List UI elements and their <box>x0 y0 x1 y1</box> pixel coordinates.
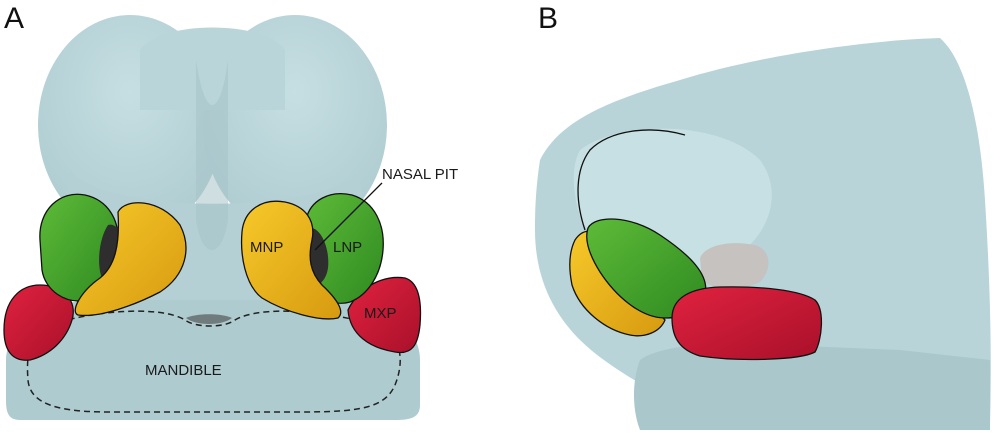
label-nasal-pit: NASAL PIT <box>382 166 458 183</box>
right-mnp <box>240 200 342 320</box>
lower-face <box>6 300 420 420</box>
left-prominences <box>3 193 187 361</box>
right-prominences <box>240 193 422 354</box>
label-mxp: MXP <box>364 305 397 322</box>
label-mandible: MANDIBLE <box>145 362 222 379</box>
left-mxp <box>3 284 74 361</box>
grey-bump <box>700 243 769 289</box>
nasal-pit-leader-line <box>314 182 383 251</box>
midline-groove <box>196 60 228 250</box>
label-mnp: MNP <box>250 239 283 256</box>
left-mnp <box>74 202 187 317</box>
forebrain-outline <box>577 129 686 231</box>
panel-a: A MANDIBLE NASAL <box>3 2 458 420</box>
forehead-top <box>140 27 285 110</box>
b-mxp <box>671 286 823 361</box>
right-mxp <box>347 276 422 354</box>
label-lnp: LNP <box>333 239 362 256</box>
head-front-view <box>6 15 420 420</box>
stomodeum <box>186 314 232 324</box>
lower-jaw-lateral <box>634 343 990 430</box>
panel-b-letter: B <box>538 2 558 35</box>
panel-b: B <box>535 2 991 430</box>
panel-a-letter: A <box>4 2 24 35</box>
